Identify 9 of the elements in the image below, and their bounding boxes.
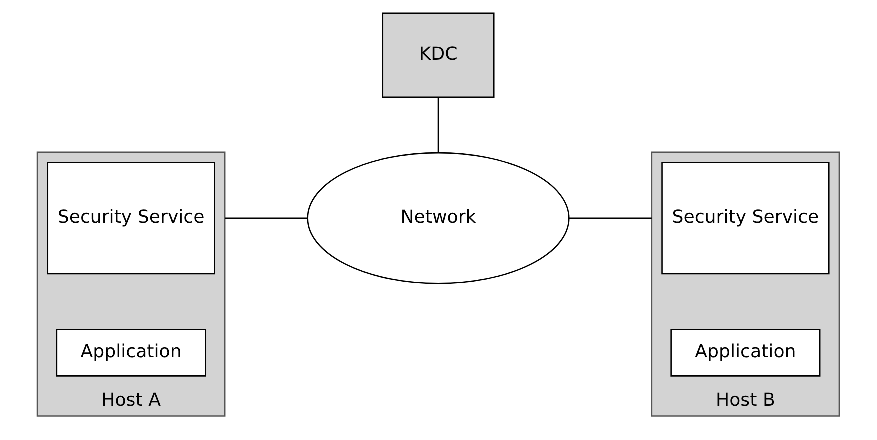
connector [225,218,308,220]
node-box: KDC [382,12,495,98]
connector [438,98,440,153]
node-box: Application [56,328,206,377]
node-ellipse: Network [307,152,570,284]
node-box: Security Service [47,162,216,275]
node-box: Application [670,328,821,377]
connector [569,218,652,220]
node-box: Security Service [662,162,830,275]
